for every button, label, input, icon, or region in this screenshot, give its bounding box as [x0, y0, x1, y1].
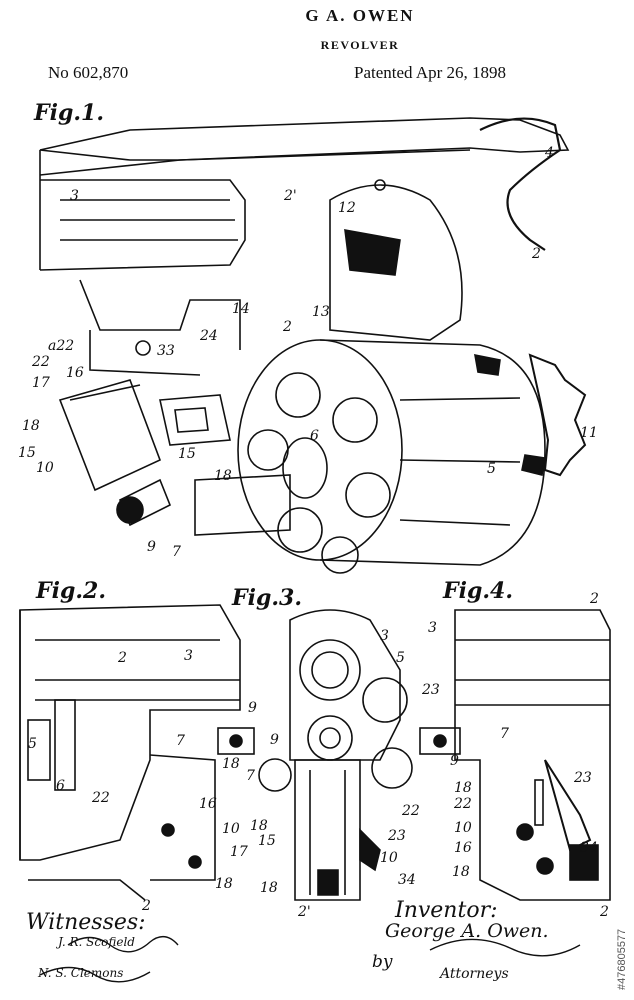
reference-numeral-fig4: 22	[453, 796, 472, 812]
reference-numeral-fig4: 2	[589, 591, 599, 607]
reference-numeral-fig2: 7	[176, 733, 185, 749]
reference-numeral-fig3: 10	[380, 850, 398, 866]
inventor-name-header: G A. OWEN	[305, 6, 415, 25]
reference-numeral-fig1: 2'	[283, 188, 297, 204]
reference-numeral-fig4: 23	[573, 770, 592, 786]
patent-number: No 602,870	[48, 63, 129, 82]
reference-numeral-fig2: 2	[141, 898, 151, 914]
reference-numeral-fig2: 18	[215, 876, 233, 892]
reference-numeral-fig1: 14	[232, 301, 250, 317]
reference-numeral-fig2: 5	[28, 736, 37, 752]
reference-numeral-fig1: 18	[22, 418, 40, 434]
reference-numeral-fig2: 16	[199, 796, 217, 812]
reference-numeral-fig1: 10	[36, 460, 54, 476]
reference-numeral-fig3: 18	[250, 818, 268, 834]
reference-numeral-fig3: 15	[258, 833, 276, 849]
reference-numeral-fig2: 2	[117, 650, 127, 666]
patent-date: Patented Apr 26, 1898	[354, 63, 507, 82]
reference-numeral-fig2: 17	[230, 844, 248, 860]
witness-2-name: N. S. Clemons	[38, 966, 124, 980]
reference-numeral-fig1: 2	[531, 246, 541, 262]
reference-numeral-fig2: 9	[248, 700, 257, 716]
reference-numeral-fig1: 7	[172, 544, 181, 560]
attorneys-label: Attorneys	[440, 966, 509, 982]
reference-numeral-fig1: 6	[310, 428, 319, 444]
reference-numeral-fig1: 16	[66, 365, 84, 381]
reference-numeral-fig1: 17	[32, 375, 50, 391]
fig4-drawing	[419, 609, 611, 901]
reference-numeral-fig1: 11	[580, 425, 598, 441]
invention-title: REVOLVER	[320, 38, 400, 52]
fig2-drawing	[19, 604, 255, 901]
reference-numeral-fig4: 18	[452, 864, 470, 880]
reference-numeral-fig1: 15	[18, 445, 36, 461]
reference-numeral-fig3: 23	[421, 682, 440, 698]
witness-1-name: J. R. Scofield	[58, 935, 135, 949]
reference-numeral-fig4: 16	[454, 840, 472, 856]
reference-numeral-fig1: 4	[544, 145, 554, 161]
reference-numeral-fig1: 15	[178, 446, 196, 462]
fig3-label: Fig.3.	[232, 585, 302, 611]
fig4-label: Fig.4.	[443, 578, 513, 604]
inventor-signature: George A. Owen.	[385, 920, 549, 942]
reference-numeral-fig4: 10	[454, 820, 472, 836]
fig2-label: Fig.2.	[36, 578, 106, 604]
witnesses-label: Witnesses:	[26, 910, 146, 935]
reference-numeral-fig1: 33	[157, 343, 175, 359]
stock-id-watermark: #476805577	[616, 928, 628, 990]
reference-numeral-fig4: 18	[454, 780, 472, 796]
reference-numeral-fig1: 22	[31, 354, 50, 370]
signatures	[39, 936, 581, 983]
reference-numeral-fig3: 5	[396, 650, 405, 666]
reference-numeral-fig2: 18	[222, 756, 240, 772]
reference-numeral-fig1: 13	[312, 304, 330, 320]
reference-numeral-fig1: 9	[147, 539, 156, 555]
reference-numeral-fig3: 34	[398, 872, 416, 888]
reference-numeral-fig3: 18	[260, 880, 278, 896]
inventor-label: Inventor:	[395, 898, 498, 923]
fig3-drawing	[258, 609, 413, 901]
reference-numeral-fig4: 34	[580, 840, 598, 856]
reference-numeral-fig3: 23	[387, 828, 406, 844]
reference-numeral-fig4: 2	[599, 904, 609, 920]
by-label: by	[372, 952, 393, 972]
reference-numeral-fig3: 22	[401, 803, 420, 819]
witness-signature-1	[67, 936, 179, 953]
reference-numeral-fig3: 7	[246, 768, 255, 784]
reference-numeral-fig1: 3	[70, 188, 79, 204]
fig1-drawing	[39, 117, 587, 574]
reference-numeral-fig2: 10	[222, 821, 240, 837]
reference-numeral-fig1: 2	[282, 319, 292, 335]
reference-numeral-fig1: 24	[199, 328, 218, 344]
reference-numeral-fig1: 12	[338, 200, 356, 216]
reference-numeral-fig1: 18	[214, 468, 232, 484]
reference-numeral-fig4: 9	[450, 753, 459, 769]
reference-numeral-fig1: a22	[48, 338, 74, 354]
reference-numeral-fig2: 3	[184, 648, 193, 664]
reference-numeral-fig3: 3	[380, 628, 389, 644]
reference-numeral-fig4: 7	[500, 726, 509, 742]
attorney-signature	[429, 938, 581, 957]
reference-numeral-fig4: 3	[428, 620, 437, 636]
reference-numeral-fig3: 2'	[297, 904, 311, 920]
witness-signature-2	[39, 966, 151, 983]
reference-numeral-fig1: 5	[487, 461, 496, 477]
fig1-label: Fig.1.	[34, 100, 104, 126]
reference-numeral-fig2: 22	[91, 790, 110, 806]
reference-numeral-fig3: 9	[270, 732, 279, 748]
reference-numeral-fig2: 6	[56, 778, 65, 794]
